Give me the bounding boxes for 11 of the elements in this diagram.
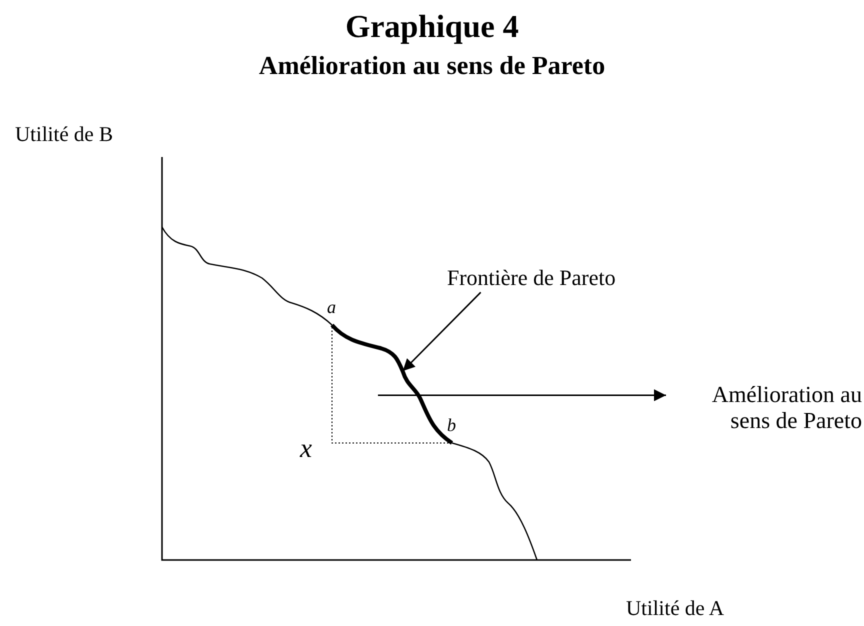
chart-title: Graphique 4 [344, 8, 520, 45]
point-label: a [327, 297, 336, 318]
annotation-text: Amélioration au sens de Pareto [692, 382, 862, 435]
point-label: b [447, 415, 456, 436]
annotation-text: Frontière de Pareto [447, 265, 616, 290]
axis-title: Utilité de A [626, 596, 724, 620]
chart-subtitle: Amélioration au sens de Pareto [258, 51, 606, 81]
leader-arrow [378, 389, 666, 402]
point-label: x [300, 433, 312, 464]
axis-title: Utilité de B [15, 122, 113, 146]
leader-arrow [402, 292, 482, 372]
